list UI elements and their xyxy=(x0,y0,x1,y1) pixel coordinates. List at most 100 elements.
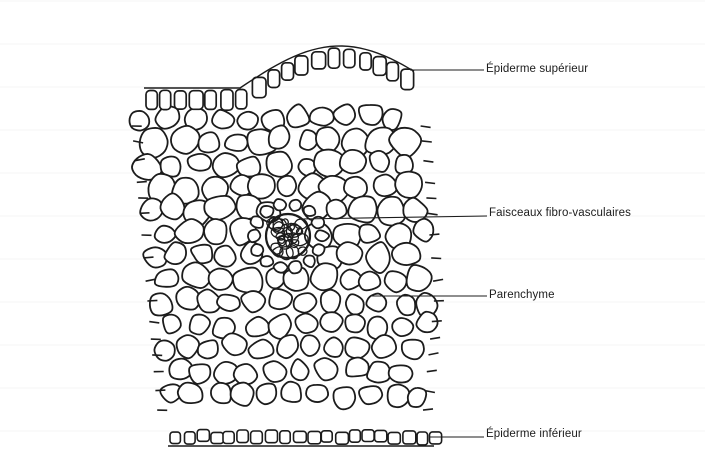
parenchyma-cell xyxy=(388,385,410,408)
upper-epidermis-cell xyxy=(328,48,339,68)
parenchyma-cell xyxy=(345,314,365,332)
label-epidermis-lower: Épiderme inférieur xyxy=(486,428,582,440)
right-edge-mark xyxy=(425,182,435,183)
lower-epidermis-cell xyxy=(211,432,224,443)
right-edge-mark xyxy=(427,370,437,371)
upper-epidermis-cell xyxy=(312,52,326,69)
parenchyma-cell xyxy=(246,317,269,337)
lower-epidermis-cell xyxy=(321,431,332,442)
parenchyma-cell xyxy=(182,262,211,288)
lower-epidermis-cell xyxy=(375,430,387,441)
right-edge-mark xyxy=(433,279,443,281)
parenchyma-cell xyxy=(281,382,301,402)
upper-epidermis-cell xyxy=(373,57,386,76)
parenchyma-cell xyxy=(366,242,390,273)
parenchyma-cell xyxy=(385,271,407,292)
parenchyma-cell xyxy=(211,383,231,403)
parenchyma-cell xyxy=(301,335,320,356)
lower-epidermis-cell xyxy=(403,431,416,444)
parenchyma-cell xyxy=(407,265,432,291)
parenchyma-cell xyxy=(256,384,276,405)
parenchyma-cell xyxy=(402,340,424,360)
lower-epidermis-cell xyxy=(417,432,428,445)
right-edge-mark xyxy=(428,213,438,215)
lower-epidermis-cells xyxy=(168,430,442,446)
parenchyma-cell xyxy=(340,150,366,173)
lower-epidermis-cell xyxy=(237,430,248,443)
label-vascular-bundle: Faisceaux fibro-vasculaires xyxy=(489,207,631,219)
left-edge-mark xyxy=(144,257,154,258)
lower-epidermis-cell xyxy=(350,430,361,442)
parenchyma-cell xyxy=(237,112,258,130)
parenchyma-cell xyxy=(408,388,426,407)
parenchyma-cell xyxy=(377,197,405,226)
parenchyma-cell xyxy=(163,315,181,334)
right-edge-mark xyxy=(429,234,439,235)
parenchyma-cell xyxy=(310,107,334,125)
parenchyma-cell xyxy=(212,110,234,129)
parenchyma-cell xyxy=(370,151,389,172)
parenchyma-cell xyxy=(389,365,413,382)
parenchyma-cell xyxy=(359,224,380,242)
parenchyma-cell xyxy=(150,293,173,315)
lower-epidermis-cell xyxy=(223,432,234,444)
parenchyma-cell xyxy=(140,198,163,220)
upper-epidermis-cell xyxy=(295,56,308,75)
bundle-sheath-cell xyxy=(274,199,287,210)
parenchyma-cell xyxy=(295,313,317,333)
parenchyma-cell xyxy=(222,333,247,355)
parenchyma-cell xyxy=(155,269,179,286)
lower-epidermis-cell xyxy=(294,431,307,442)
parenchyma-cell xyxy=(389,128,421,158)
parenchyma-cell xyxy=(277,176,296,196)
parenchyma-cell xyxy=(269,125,290,148)
parenchyma-cell xyxy=(359,105,383,125)
parenchyma-cell xyxy=(213,153,240,177)
parenchyma-cell xyxy=(129,111,149,131)
parenchyma-cell xyxy=(320,312,343,332)
right-edge-mark xyxy=(421,126,431,127)
parenchyma-cell xyxy=(294,293,317,313)
parenchyma-cell xyxy=(241,291,265,312)
parenchyma-cell xyxy=(327,200,347,219)
lower-epidermis-cell xyxy=(430,432,442,444)
upper-epidermis-cell xyxy=(252,77,266,97)
bundle-sheath-cell xyxy=(248,230,260,243)
parenchyma-cell xyxy=(314,358,337,380)
left-edge-mark xyxy=(149,322,159,323)
upper-epidermis-cell xyxy=(160,90,171,109)
parenchyma-cell xyxy=(177,335,199,358)
parenchyma-cell xyxy=(214,246,236,267)
parenchyma-cell xyxy=(359,386,382,404)
parenchyma-cell xyxy=(346,294,364,314)
parenchyma-cell xyxy=(175,219,204,243)
upper-epidermis-cell xyxy=(146,91,157,110)
right-edge-mark xyxy=(423,409,433,410)
parenchyma-cell xyxy=(374,175,397,197)
parenchyma-cell xyxy=(231,383,254,406)
bundle-sheath-cell xyxy=(251,216,263,227)
parenchyma-cell xyxy=(233,268,263,293)
parenchyma-cell xyxy=(316,127,339,152)
vascular-bundle xyxy=(266,214,310,260)
parenchyma-cell xyxy=(217,295,240,311)
bundle-sheath-cell xyxy=(304,206,316,216)
lower-epidermis-cell xyxy=(308,431,321,443)
right-edge-mark xyxy=(430,337,440,339)
right-edge-mark xyxy=(422,141,432,142)
lower-epidermis-cell xyxy=(197,430,209,442)
left-edge-mark xyxy=(140,213,150,214)
parenchyma-cell xyxy=(198,132,219,152)
right-edge-mark xyxy=(426,198,436,199)
parenchyma-cell xyxy=(413,219,433,242)
bundle-sheath-cell xyxy=(261,256,274,266)
parenchyma-cell xyxy=(324,337,343,357)
parenchyma-cell xyxy=(209,269,233,290)
bundle-sheath-cell xyxy=(304,255,315,267)
parenchyma-cell xyxy=(140,128,168,158)
bundle-sheath-cell xyxy=(289,261,302,273)
parenchyma-cell xyxy=(337,242,363,264)
label-epidermis-upper: Épiderme supérieur xyxy=(486,63,588,75)
parenchyma-cell xyxy=(392,318,413,336)
